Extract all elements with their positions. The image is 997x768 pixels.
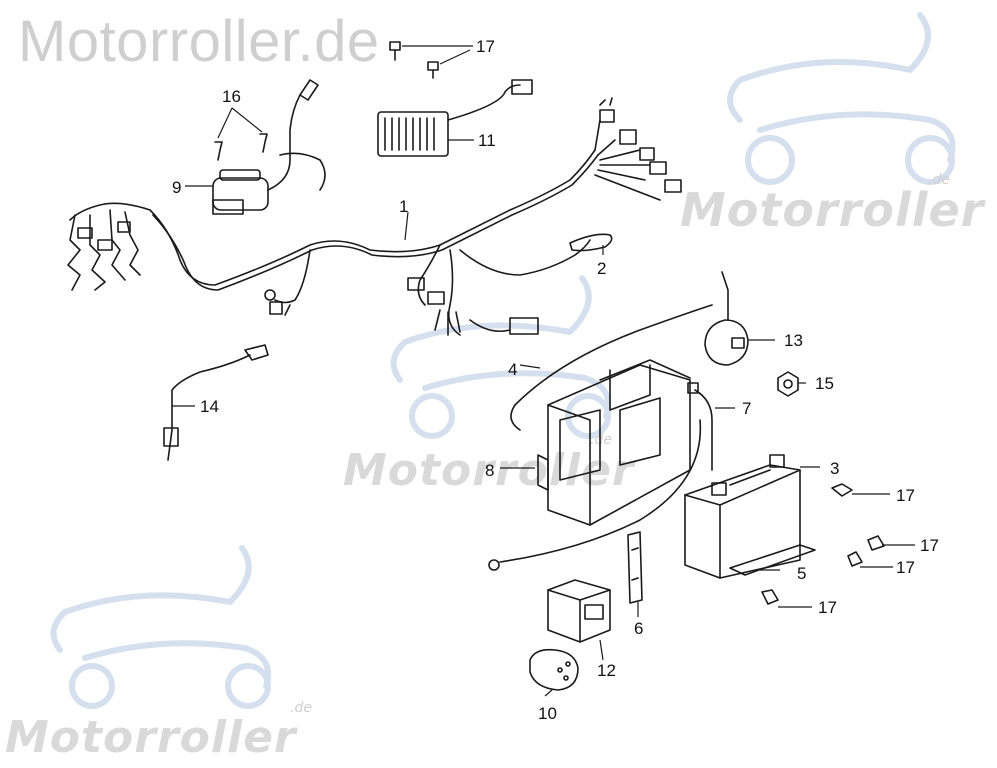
bolt-part: [389, 41, 439, 79]
watermark-brand: Motorroller: [343, 445, 635, 496]
battery-part: [684, 454, 801, 579]
battery-strap-part: [627, 531, 643, 604]
connector-part: [569, 233, 613, 252]
callout-7: 7: [742, 399, 752, 418]
scooter-watermark-icon: [390, 275, 612, 439]
screw-part: [214, 133, 268, 161]
fuse-holder-part: [529, 648, 579, 691]
callout-12: 12: [597, 661, 616, 680]
callout-9: 9: [172, 178, 182, 197]
callout-15: 15: [815, 374, 834, 393]
relay-part: [704, 271, 749, 366]
callout-3: 3: [830, 459, 840, 478]
callout-17: 17: [896, 558, 915, 577]
leader-lines: [172, 45, 915, 697]
battery-cable-part: [488, 304, 713, 571]
callout-17: 17: [476, 37, 495, 56]
ignition-coil-part: [212, 79, 326, 215]
header-brand: Motorroller.de: [18, 9, 380, 74]
callout-5: 5: [797, 564, 807, 583]
regulator-rectifier-part: [377, 79, 533, 157]
wiring-harness-part: [67, 97, 682, 336]
battery-box-part: [537, 359, 691, 526]
callout-4: 4: [508, 360, 518, 379]
scooter-watermark-icon: [50, 545, 272, 709]
callout-10: 10: [538, 704, 557, 723]
callout-13: 13: [784, 331, 803, 350]
callout-17: 17: [818, 598, 837, 617]
callout-8: 8: [485, 461, 495, 480]
callout-6: 6: [634, 619, 644, 638]
callout-2: 2: [597, 259, 607, 278]
short-cable-part: [687, 382, 713, 471]
callout-17: 17: [896, 486, 915, 505]
watermark-brand: Motorroller: [680, 183, 985, 237]
callout-11: 11: [478, 131, 496, 150]
callout-14: 14: [200, 397, 219, 416]
watermark-brand-suffix: .de: [590, 432, 612, 448]
fuse-block-part: [547, 579, 611, 643]
nut-part: [777, 371, 799, 397]
battery-pad-part: [729, 544, 816, 576]
watermark-brand: Motorroller: [5, 712, 297, 763]
bolt-part: [761, 483, 885, 605]
callout-16: 16: [222, 87, 241, 106]
callout-1: 1: [399, 197, 409, 216]
callout-17: 17: [920, 536, 939, 555]
scooter-watermark-icon: [727, 12, 956, 185]
watermark-brand-suffix: .de: [928, 172, 950, 188]
watermark-brand-suffix: .de: [290, 700, 312, 716]
cable-part: [163, 344, 269, 461]
